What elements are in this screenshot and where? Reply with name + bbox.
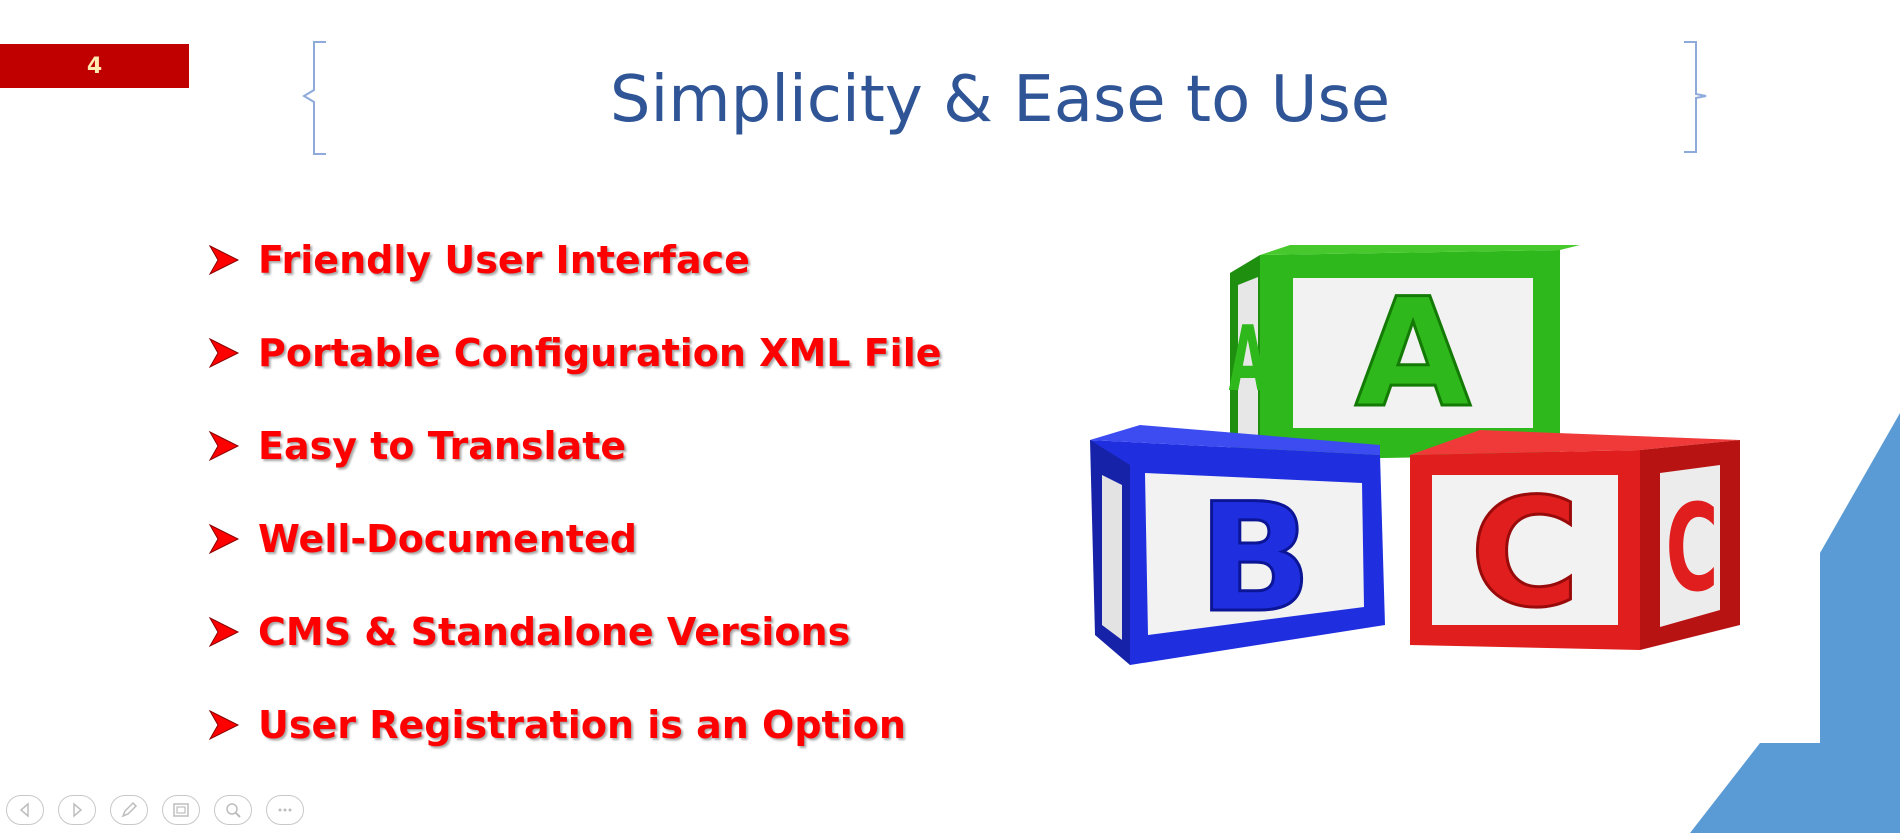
zoom-button[interactable]: [214, 795, 252, 825]
blue-block: B: [1090, 425, 1385, 665]
corner-decoration: [1690, 413, 1900, 833]
block-letter-a: A: [1355, 267, 1471, 441]
arrow-bullet-icon: [208, 709, 240, 740]
bullet-item: CMS & Standalone Versions: [206, 585, 942, 678]
svg-text:C: C: [1666, 480, 1719, 619]
bullet-text: Easy to Translate: [258, 423, 627, 468]
bullet-text: Portable Configuration XML File: [258, 330, 942, 375]
next-icon: [73, 802, 83, 818]
bullet-text: User Registration is an Option: [258, 702, 906, 747]
bullet-list: Friendly User Interface Portable Configu…: [206, 213, 942, 771]
title-bracket-left: [302, 41, 326, 155]
arrow-bullet-icon: [208, 523, 240, 554]
bullet-text: CMS & Standalone Versions: [258, 609, 851, 654]
bullet-text: Well-Documented: [258, 516, 637, 561]
pen-button[interactable]: [110, 795, 148, 825]
arrow-bullet-icon: [208, 616, 240, 647]
bullet-item: Well-Documented: [206, 492, 942, 585]
bullet-item: Portable Configuration XML File: [206, 306, 942, 399]
previous-button[interactable]: [6, 795, 44, 825]
bullet-item: Friendly User Interface: [206, 213, 942, 306]
block-letter-b: B: [1198, 472, 1312, 646]
zoom-icon: [226, 803, 241, 818]
green-block: A A: [1229, 245, 1580, 460]
pen-icon: [121, 801, 138, 818]
title-bracket-right: [1684, 41, 1707, 153]
bullet-item: User Registration is an Option: [206, 678, 942, 771]
block-letter-c: C: [1470, 467, 1580, 641]
more-options-icon: [278, 808, 292, 812]
next-button[interactable]: [58, 795, 96, 825]
slide-number: 4: [0, 44, 189, 88]
abc-blocks-icon: A A B C C: [1090, 245, 1740, 665]
arrow-bullet-icon: [208, 430, 240, 461]
slide-title: Simplicity & Ease to Use: [609, 63, 1391, 137]
red-block: C C: [1410, 430, 1740, 650]
previous-icon: [19, 802, 29, 818]
svg-text:A: A: [1229, 308, 1267, 412]
bullet-text: Friendly User Interface: [258, 237, 750, 282]
slides-button[interactable]: [162, 795, 200, 825]
bullet-item: Easy to Translate: [206, 399, 942, 492]
presentation-controls: [6, 795, 304, 825]
more-options-button[interactable]: [266, 795, 304, 825]
arrow-bullet-icon: [208, 337, 240, 368]
arrow-bullet-icon: [208, 244, 240, 275]
slides-icon: [173, 803, 189, 817]
